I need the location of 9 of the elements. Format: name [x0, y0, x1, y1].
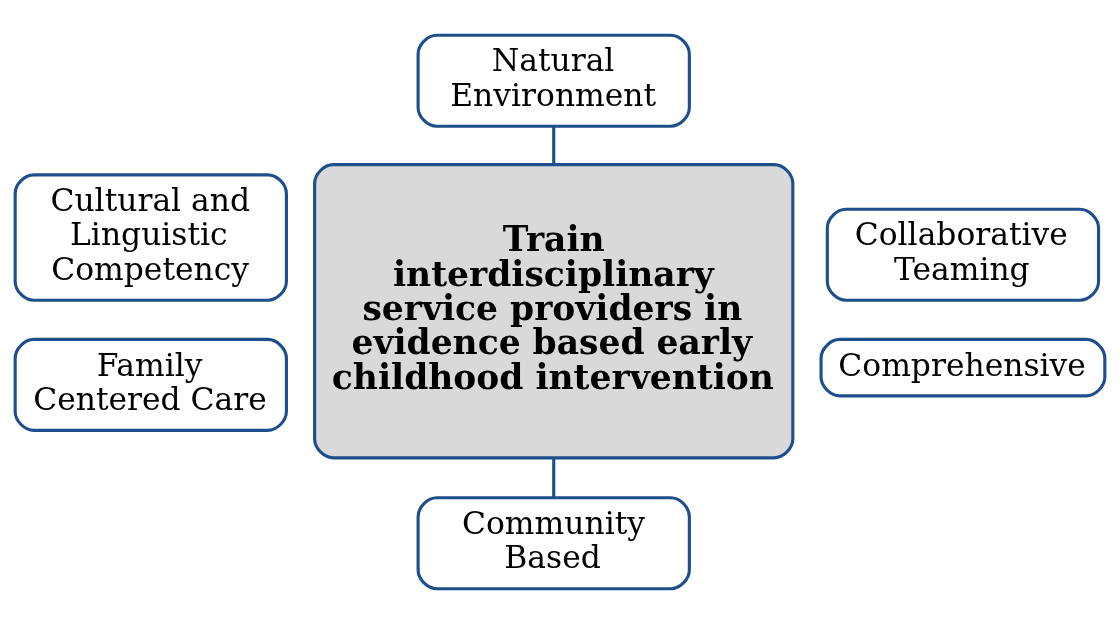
node-box: Community Based [416, 495, 691, 590]
connector [552, 457, 556, 497]
node-box: Natural Environment [416, 33, 691, 128]
node-box: Train interdisciplinary service providers in evidence based early childhood intervention [313, 162, 795, 459]
node-box: Collaborative Teaming [825, 207, 1101, 302]
connector [552, 126, 556, 164]
node-box: Cultural and Linguistic Competency [13, 172, 288, 302]
node-box: Family Centered Care [13, 337, 288, 432]
node-box: Comprehensive [819, 337, 1107, 397]
